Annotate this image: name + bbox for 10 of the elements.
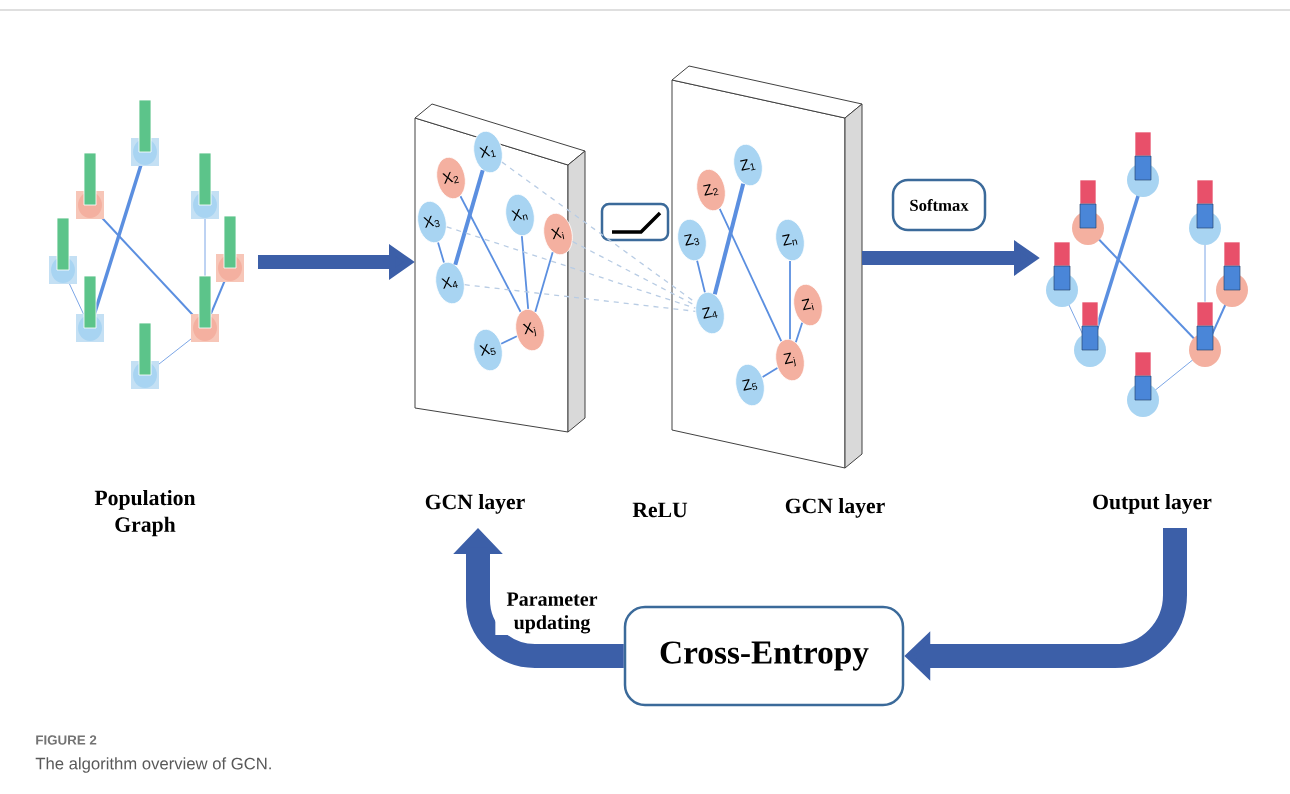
process-box: Cross-Entropy	[623, 605, 905, 707]
heading: GCN layer	[425, 494, 525, 514]
edge-label: Parameter updating	[495, 590, 609, 636]
caption: The algorithm overview of GCN.	[35, 757, 271, 773]
process-box: Softmax	[891, 178, 987, 232]
figure-number: FIGURE 2	[36, 735, 97, 745]
heading: Output layer	[1093, 494, 1212, 514]
heading: Population Graph	[94, 490, 196, 537]
heading: GCN layer	[785, 498, 885, 518]
relu-label: ReLU	[632, 502, 688, 518]
